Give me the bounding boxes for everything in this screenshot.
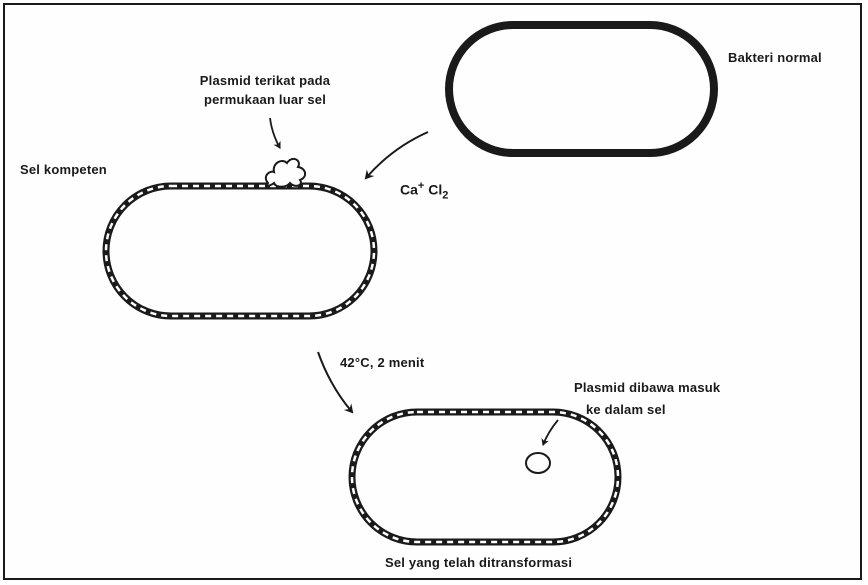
reagent-charge: + (418, 180, 424, 192)
reagent-base: Ca (400, 182, 418, 198)
reagent-subscript: 2 (442, 189, 448, 201)
normal-bacterium-label: Bakteri normal (728, 50, 822, 66)
surface-plasmid-note-line1: Plasmid terikat pada (170, 73, 360, 89)
arrow-to-internal-plasmid (543, 420, 558, 445)
surface-plasmid (266, 159, 305, 187)
arrow-to-surface-plasmid (270, 118, 280, 148)
competent-cell (106, 186, 374, 316)
internal-plasmid-note-line2: ke dalam sel (586, 402, 666, 418)
arrow-to-competent (366, 132, 428, 178)
reagent-ion: Cl (428, 182, 442, 198)
competent-cell-label: Sel kompeten (20, 162, 107, 178)
heat-shock-condition: 42°C, 2 menit (340, 355, 424, 371)
internal-plasmid (526, 453, 550, 473)
normal-bacterium-cell (449, 25, 714, 153)
transformed-cell-label: Sel yang telah ditransformasi (385, 555, 572, 571)
internal-plasmid-note-line1: Plasmid dibawa masuk (574, 380, 720, 396)
transformed-cell (352, 412, 618, 542)
reagent-formula: Ca+ Cl2 (400, 180, 448, 201)
surface-plasmid-note-line2: permukaan luar sel (170, 92, 360, 108)
